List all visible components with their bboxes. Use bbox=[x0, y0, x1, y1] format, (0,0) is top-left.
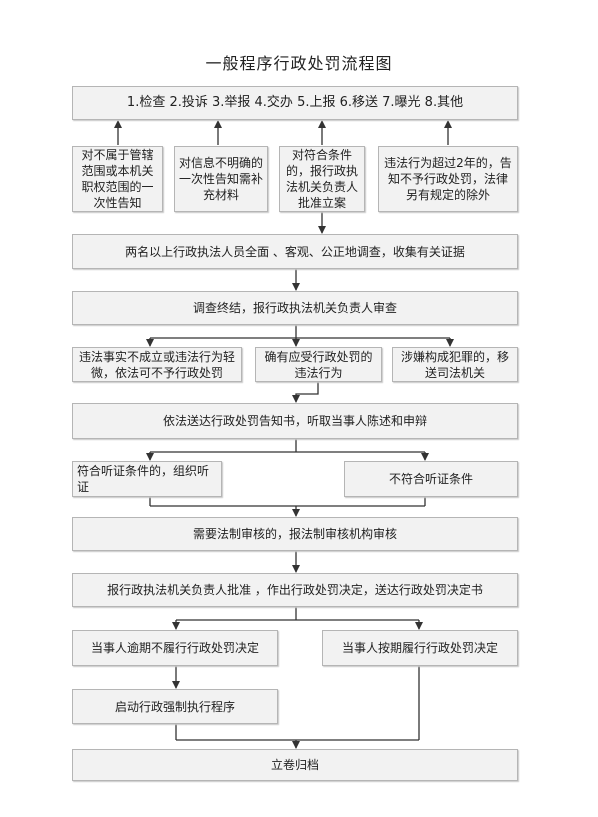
outcome-box-penalty: 确有应受行政处罚的违法行为 bbox=[255, 347, 382, 382]
review-text: 调查终结，报行政执法机关负责人审查 bbox=[192, 301, 397, 315]
page-title: 一般程序行政处罚流程图 bbox=[205, 54, 393, 73]
compliance-box: 当事人按期履行行政处罚决定 bbox=[322, 630, 518, 666]
outcome-text-criminal-transfer: 涉嫌构成犯罪的，移送司法机关 bbox=[400, 349, 509, 380]
notice-box-approve-case: 对符合条件的，报行政执法机关负责人批准立案 bbox=[279, 146, 365, 212]
decision-text: 报行政执法机关负责人批准 ，作出行政处罚决定，送达行政处罚决定书 bbox=[107, 583, 483, 597]
investigate-box: 两名以上行政执法人员全面 、客观、公正地调查，收集有关证据 bbox=[72, 234, 518, 269]
legal-review-text: 需要法制审核的，报法制审核机构审核 bbox=[192, 527, 397, 541]
notice-box-jurisdiction: 对不属于管辖范围或本机关职权范围的一次性告知 bbox=[72, 146, 163, 212]
outcome-text-penalty: 确有应受行政处罚的违法行为 bbox=[264, 349, 373, 380]
hearing-ineligible-box: 不符合听证条件 bbox=[344, 461, 518, 497]
outcome-box-no-penalty: 违法事实不成立或违法行为轻微，依法可不予行政处罚 bbox=[72, 347, 242, 382]
legal-review-box: 需要法制审核的，报法制审核机构审核 bbox=[72, 517, 518, 551]
hearing-eligible-text: 符合听证条件的，组织听证 bbox=[77, 464, 210, 494]
notify-text: 依法送达行政处罚告知书，听取当事人陈述和申辩 bbox=[162, 414, 427, 428]
outcome-box-criminal-transfer: 涉嫌构成犯罪的，移送司法机关 bbox=[392, 347, 518, 382]
enforce-text: 启动行政强制执行程序 bbox=[114, 699, 235, 714]
notice-text-incomplete-info: 对信息不明确的一次性告知需补充材料 bbox=[179, 156, 264, 202]
notice-text-approve-case: 对符合条件的，报行政执法机关负责人批准立案 bbox=[285, 148, 358, 210]
outcome-text-no-penalty: 违法事实不成立或违法行为轻微，依法可不予行政处罚 bbox=[78, 349, 235, 380]
arrow-to-notify bbox=[292, 382, 319, 403]
decision-box: 报行政执法机关负责人批准 ，作出行政处罚决定，送达行政处罚决定书 bbox=[72, 573, 518, 607]
hearing-eligible-box: 符合听证条件的，组织听证 bbox=[72, 461, 222, 497]
notify-box: 依法送达行政处罚告知书，听取当事人陈述和申辩 bbox=[72, 403, 518, 439]
enforce-box: 启动行政强制执行程序 bbox=[72, 689, 278, 724]
archive-text: 立卷归档 bbox=[270, 758, 319, 772]
notice-box-incomplete-info: 对信息不明确的一次性告知需补充材料 bbox=[174, 146, 268, 212]
notice-box-time-limit: 违法行为超过2年的，告知不予行政处罚，法律另有规定的除外 bbox=[378, 146, 518, 212]
hearing-ineligible-text: 不符合听证条件 bbox=[388, 472, 473, 486]
archive-box: 立卷归档 bbox=[72, 749, 518, 781]
sources-box: 1.检查 2.投诉 3.举报 4.交办 5.上报 6.移送 7.曝光 8.其他 bbox=[72, 86, 518, 120]
compliance-text: 当事人按期履行行政处罚决定 bbox=[341, 641, 498, 655]
sources-text: 1.检查 2.投诉 3.举报 4.交办 5.上报 6.移送 7.曝光 8.其他 bbox=[126, 95, 464, 110]
investigate-text: 两名以上行政执法人员全面 、客观、公正地调查，收集有关证据 bbox=[125, 244, 465, 259]
notice-text-jurisdiction: 对不属于管辖范围或本机关职权范围的一次性告知 bbox=[81, 148, 154, 210]
notice-text-time-limit: 违法行为超过2年的，告知不予行政处罚，法律另有规定的除外 bbox=[384, 156, 512, 202]
review-box: 调查终结，报行政执法机关负责人审查 bbox=[72, 291, 518, 325]
noncompliance-text: 当事人逾期不履行行政处罚决定 bbox=[90, 641, 259, 655]
noncompliance-box: 当事人逾期不履行行政处罚决定 bbox=[72, 630, 278, 666]
